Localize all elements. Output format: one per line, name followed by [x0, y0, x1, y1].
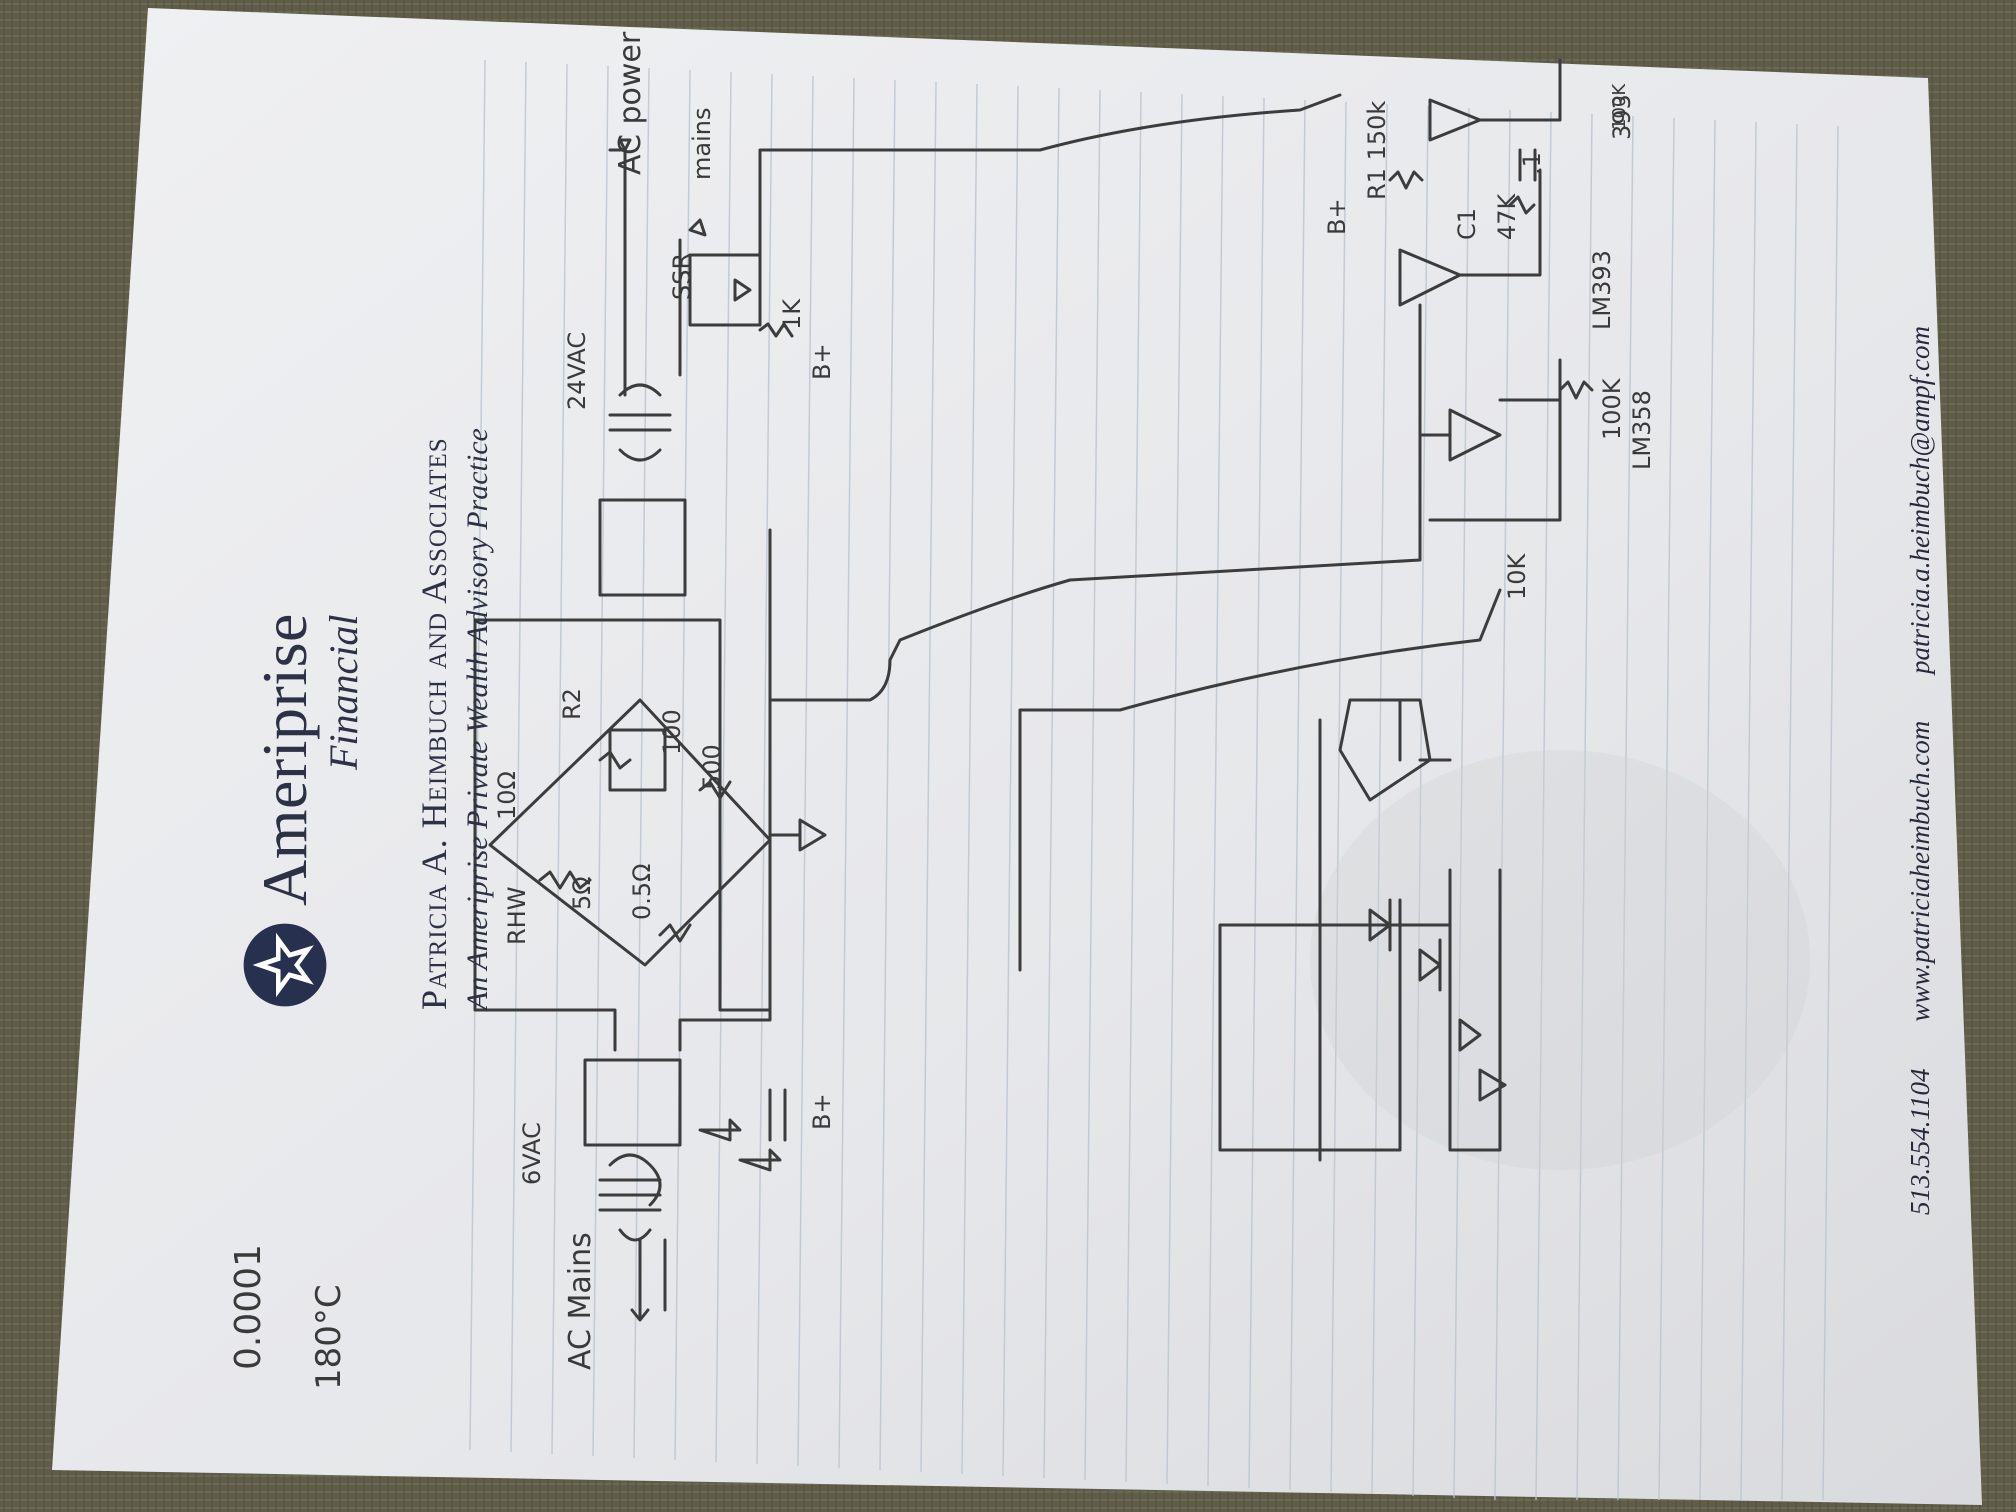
- letterhead: Ameriprise Financial Patricia A. Heimbuc…: [240, 428, 495, 1010]
- label-c1: C1: [1453, 208, 1481, 240]
- label-10-ohm: 10Ω: [493, 771, 521, 820]
- brand-subtitle: Financial: [321, 614, 366, 770]
- label-ac-power: AC power: [613, 31, 648, 175]
- label-05-ohm: 0.5Ω: [628, 863, 656, 920]
- label-100k: 100K: [1598, 377, 1626, 440]
- ruled-lines: [469, 59, 1839, 1501]
- bridge-resistor-3: [698, 780, 732, 800]
- label-r1-150k: R1 150k: [1363, 101, 1391, 200]
- opamp-box: [608, 728, 667, 792]
- label-bplus-bottom: B+: [808, 1093, 836, 1130]
- opamp-lm358: [1418, 408, 1502, 462]
- transformer-24vac: [608, 383, 672, 462]
- transformer-6vac: [598, 1153, 662, 1242]
- practice-name: An Ameriprise Private Wealth Advisory Pr…: [461, 428, 494, 1010]
- bridge-resistor-2: [598, 750, 632, 770]
- bridge-resistor-1: [538, 870, 592, 890]
- wire-to-ssr: [608, 148, 682, 397]
- resistor-47k: [1508, 195, 1536, 215]
- ssr-wire: [758, 93, 1342, 292]
- label-500: 500: [698, 744, 726, 790]
- label-lm393: LM393: [1588, 250, 1616, 330]
- diode-lower-3: [1458, 1018, 1482, 1052]
- diode-lower-1: [1368, 898, 1392, 952]
- ground-symbol: [768, 818, 827, 852]
- label-lm358: LM358: [1628, 390, 1656, 470]
- footer-phone: 513.554.1104: [1905, 1068, 1935, 1216]
- label-c01: .1: [1518, 152, 1546, 175]
- resistor-100k: [1558, 380, 1594, 400]
- diode-lower-2: [1418, 938, 1442, 992]
- signal-wire-2: [1018, 588, 1502, 972]
- label-5-ohm: 5Ω: [568, 876, 596, 910]
- signal-wire-1: [768, 498, 1422, 702]
- label-393: 393: [1608, 94, 1636, 140]
- diode-lower-4: [1478, 1068, 1507, 1102]
- capacitor-left: [768, 1088, 787, 1142]
- comparator-393: [1428, 98, 1482, 142]
- label-ssr: SSR: [668, 253, 696, 300]
- footer-email: patricia.a.heimbuch@ampf.com: [1905, 325, 1935, 675]
- label-rhw: RHW: [503, 887, 531, 945]
- ssr-resistor: [758, 322, 794, 338]
- wheatstone-bridge: [488, 698, 772, 967]
- schematic: [473, 58, 1594, 1322]
- lm358-feedback: [1428, 358, 1562, 522]
- label-24vac: 24VAC: [563, 332, 591, 410]
- label-6vac: 6VAC: [518, 1122, 546, 1185]
- label-47k: 47K: [1493, 192, 1521, 240]
- label-bplus-top: B+: [808, 343, 836, 380]
- note-value: 0.0001: [228, 1244, 269, 1370]
- bridge-rectifier-left: [583, 1058, 682, 1147]
- bridge-resistor-4: [658, 923, 692, 943]
- frame-wire: [473, 528, 772, 1052]
- power-arrows: [618, 138, 707, 237]
- rectangle-lower: [1338, 698, 1432, 802]
- diodes-left: [698, 1118, 782, 1172]
- handwritten-labels: 0.0001 180°C AC Mains 6VAC 24VAC AC powe…: [228, 31, 1656, 1390]
- label-r2: R2: [558, 688, 586, 720]
- brand-name: Ameriprise: [249, 613, 320, 906]
- ameriprise-star-logo-icon: [243, 923, 327, 1007]
- footer-website: www.patriciaheimbuch.com: [1905, 720, 1935, 1022]
- comparator-wires: [1418, 58, 1562, 522]
- label-100k-top: 100K: [1609, 83, 1630, 130]
- water-stain: [1310, 750, 1810, 1170]
- label-100: 100: [658, 709, 686, 755]
- footer-contact: 513.554.1104 www.patriciaheimbuch.com pa…: [1905, 286, 1936, 1215]
- ac-mains-arrow: [630, 1238, 667, 1322]
- label-bplus-right: B+: [1323, 198, 1351, 235]
- capacitor-right: [1518, 148, 1537, 182]
- label-10k: 10K: [1503, 552, 1531, 600]
- note-temp: 180°C: [309, 1284, 349, 1390]
- resistor-150k: [1388, 170, 1424, 190]
- wire-lower: [1318, 698, 1452, 1152]
- ssr-diode: [733, 278, 752, 302]
- comparator-lm393: [1398, 248, 1462, 307]
- label-1k: 1K: [778, 298, 806, 330]
- label-ac-mains: AC Mains: [563, 1232, 598, 1370]
- label-mains: mains: [688, 108, 716, 180]
- bridge-rectifier-right: [598, 498, 687, 597]
- advisor-name: Patricia A. Heimbuch and Associates: [414, 437, 454, 1010]
